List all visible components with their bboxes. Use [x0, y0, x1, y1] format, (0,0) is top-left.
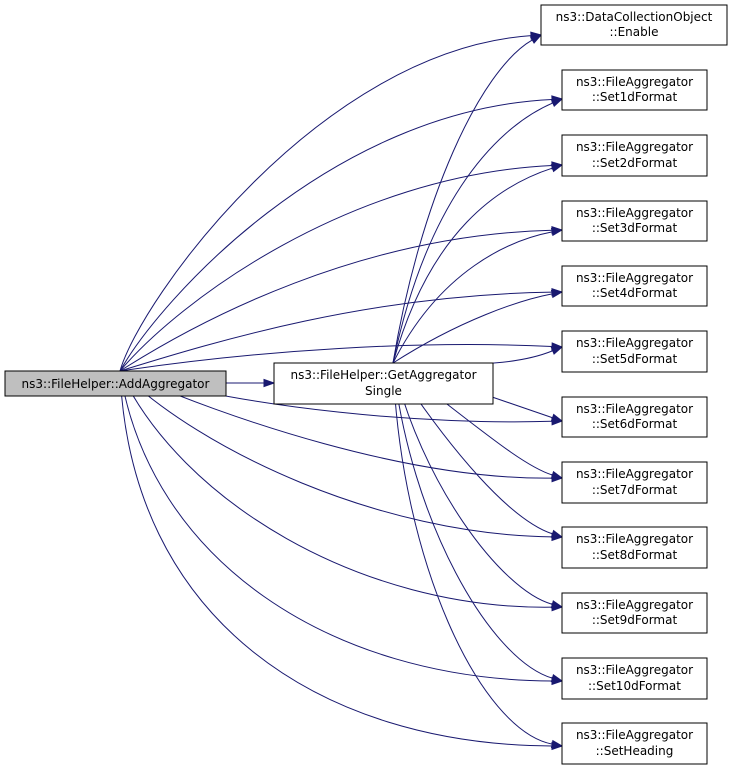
node-set4dformat-label-1: ns3::FileAggregator	[576, 271, 693, 285]
arrowhead-mid-to-set3d	[550, 227, 564, 237]
node-set4dformat[interactable]: ns3::FileAggregator ::Set4dFormat	[561, 265, 708, 307]
arrowhead-mid-to-set6d	[550, 413, 564, 422]
arrowhead-mid-to-heading	[550, 739, 564, 749]
edge-root-to-set4d	[119, 291, 553, 372]
node-set9dformat[interactable]: ns3::FileAggregator ::Set9dFormat	[561, 592, 708, 634]
node-setheading[interactable]: ns3::FileAggregator ::SetHeading	[561, 722, 708, 765]
node-set7dformat-label-1: ns3::FileAggregator	[576, 467, 693, 481]
edge-mid-to-set2d	[392, 167, 553, 364]
edge-root-to-heading	[119, 370, 553, 747]
node-set8dformat-label-2: ::Set8dFormat	[592, 548, 678, 562]
node-enable[interactable]: ns3::DataCollectionObject ::Enable	[540, 4, 728, 46]
node-set2dformat-label-1: ns3::FileAggregator	[576, 140, 693, 154]
node-set7dformat-label-2: ::Set7dFormat	[592, 483, 678, 497]
node-set8dformat-label-1: ns3::FileAggregator	[576, 532, 693, 546]
edge-root-to-set10d	[119, 370, 553, 682]
arrowhead-mid-to-set9d	[550, 600, 564, 609]
node-set5dformat-label-1: ns3::FileAggregator	[576, 336, 693, 350]
arrowhead-mid-to-set1d	[550, 98, 564, 108]
node-set10dformat-label-1: ns3::FileAggregator	[576, 663, 693, 677]
node-set7dformat[interactable]: ns3::FileAggregator ::Set7dFormat	[561, 461, 708, 504]
edge-mid-to-set3d	[392, 231, 553, 364]
node-set9dformat-label-1: ns3::FileAggregator	[576, 598, 693, 612]
edge-root-to-set2d	[119, 164, 553, 372]
edge-mid-to-set9d	[392, 362, 553, 605]
edges-layer	[119, 31, 564, 751]
node-set9dformat-label-2: ::Set9dFormat	[592, 613, 678, 627]
edge-mid-to-set4d	[392, 293, 553, 364]
edge-mid-to-enable	[392, 39, 533, 364]
edge-root-to-set9d	[119, 370, 553, 608]
arrowhead-mid-to-set7d	[550, 470, 564, 479]
node-set6dformat-label-2: ::Set6dFormat	[592, 417, 678, 431]
node-set3dformat-label-1: ns3::FileAggregator	[576, 206, 693, 220]
node-set2dformat[interactable]: ns3::FileAggregator ::Set2dFormat	[561, 134, 708, 177]
edge-root-to-set3d	[119, 229, 553, 372]
node-setheading-label-2: ::SetHeading	[596, 744, 674, 758]
edge-mid-to-set1d	[392, 102, 554, 364]
node-setheading-label-1: ns3::FileAggregator	[576, 728, 693, 742]
node-set5dformat-label-2: ::Set5dFormat	[592, 352, 678, 366]
arrowhead-mid-to-set8d	[550, 529, 564, 538]
node-set8dformat[interactable]: ns3::FileAggregator ::Set8dFormat	[561, 526, 708, 569]
edge-mid-to-set10d	[392, 362, 553, 679]
node-get-aggregator-single[interactable]: ns3::FileHelper::GetAggregator Single	[273, 362, 494, 405]
node-set6dformat-label-1: ns3::FileAggregator	[576, 402, 693, 416]
edge-mid-to-heading	[392, 362, 553, 745]
edge-root-to-enable	[119, 35, 532, 372]
node-set1dformat-label-2: ::Set1dFormat	[592, 90, 678, 104]
node-set2dformat-label-2: ::Set2dFormat	[592, 156, 678, 170]
arrowhead-mid-to-enable	[529, 34, 543, 44]
node-set4dformat-label-2: ::Set4dFormat	[592, 286, 678, 300]
node-set3dformat-label-2: ::Set3dFormat	[592, 221, 678, 235]
arrowhead-mid-to-set10d	[550, 674, 564, 683]
arrowhead-mid-to-set2d	[550, 164, 564, 173]
node-set3dformat[interactable]: ns3::FileAggregator ::Set3dFormat	[561, 200, 708, 242]
arrowhead-root-to-mid	[263, 378, 276, 388]
node-set6dformat[interactable]: ns3::FileAggregator ::Set6dFormat	[561, 396, 708, 438]
node-get-aggregator-single-label-2: Single	[365, 384, 402, 398]
edge-mid-to-set5d	[392, 350, 553, 366]
node-enable-label-2: ::Enable	[610, 25, 659, 39]
arrowhead-mid-to-set4d	[550, 289, 564, 299]
edge-root-to-set1d	[119, 98, 553, 372]
node-add-aggregator-label: ns3::FileHelper::AddAggregator	[22, 377, 210, 391]
arrowhead-mid-to-set5d	[550, 346, 564, 355]
node-set5dformat[interactable]: ns3::FileAggregator ::Set5dFormat	[561, 330, 708, 373]
node-set10dformat[interactable]: ns3::FileAggregator ::Set10dFormat	[561, 657, 708, 700]
edge-root-to-set5d	[119, 344, 553, 372]
node-add-aggregator[interactable]: ns3::FileHelper::AddAggregator	[4, 370, 227, 397]
node-set1dformat-label-1: ns3::FileAggregator	[576, 75, 693, 89]
node-enable-label-1: ns3::DataCollectionObject	[556, 10, 713, 24]
node-set1dformat[interactable]: ns3::FileAggregator ::Set1dFormat	[561, 69, 708, 111]
edge-root-to-set8d	[119, 370, 553, 538]
node-get-aggregator-single-label-1: ns3::FileHelper::GetAggregator	[290, 368, 476, 382]
node-set10dformat-label-2: ::Set10dFormat	[588, 679, 681, 693]
